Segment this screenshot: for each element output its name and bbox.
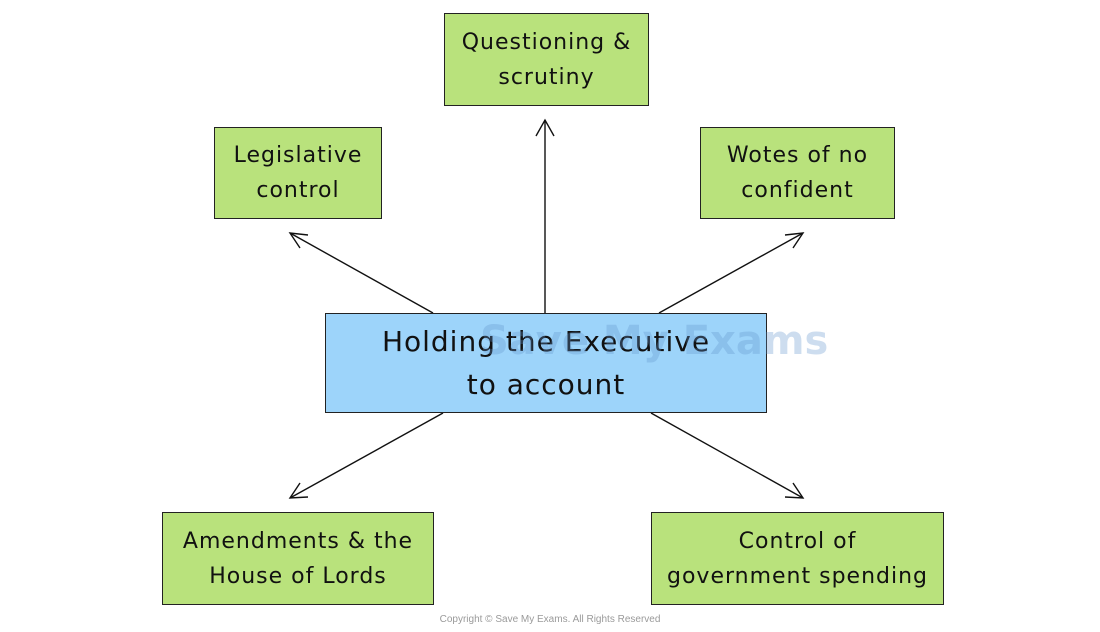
node-line: control: [256, 178, 340, 203]
node-line: Amendments & the: [182, 528, 414, 554]
arrow-to-lower-left: [288, 412, 444, 499]
arrow-to-top: [535, 118, 555, 313]
node-line: House of Lords: [209, 563, 387, 589]
node-line: Wotes of no: [726, 143, 869, 168]
node-line: scrutiny: [498, 64, 595, 90]
node-votes-of-no-confidence: Wotes of no confident: [700, 127, 895, 219]
node-line: government spending: [667, 563, 928, 589]
center-node: Holding the Executive to account: [325, 313, 767, 413]
node-line: Legislative: [233, 143, 363, 168]
node-line: Control of: [738, 528, 857, 554]
node-government-spending: Control of government spending: [651, 512, 944, 605]
node-line: Questioning &: [461, 29, 632, 55]
node-line: confident: [741, 178, 854, 203]
arrow-to-upper-left: [288, 232, 434, 314]
node-legislative-control: Legislative control: [214, 127, 382, 219]
arrow-to-lower-right: [650, 412, 805, 499]
node-questioning-scrutiny: Questioning & scrutiny: [444, 13, 649, 106]
center-line: to account: [466, 368, 626, 401]
arrow-to-upper-right: [658, 232, 805, 314]
center-line: Holding the Executive: [381, 325, 711, 358]
copyright-text: Copyright © Save My Exams. All Rights Re…: [439, 614, 661, 625]
